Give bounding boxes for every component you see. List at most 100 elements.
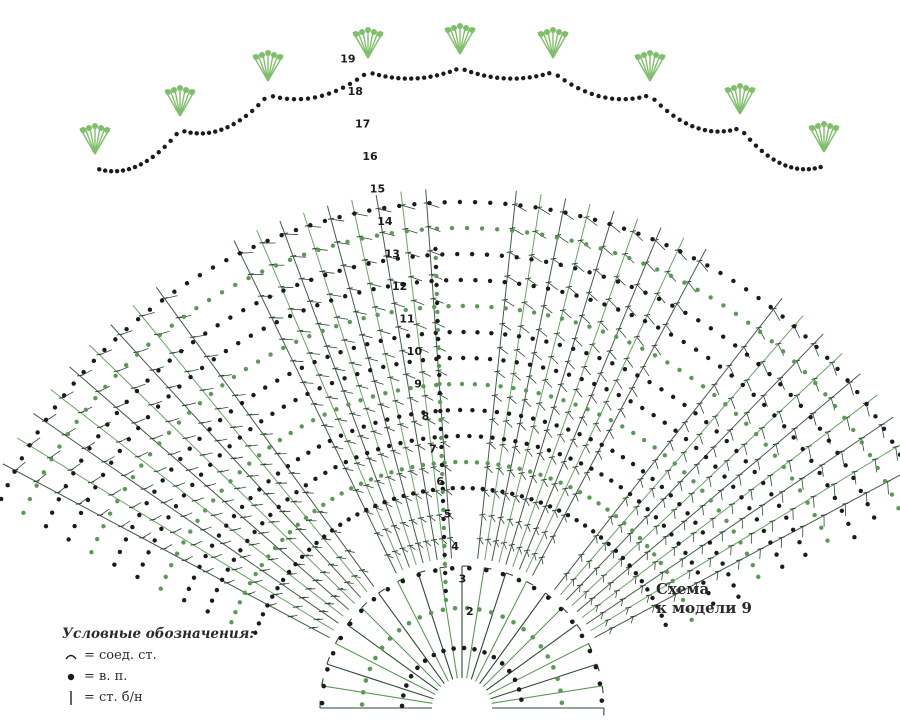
chain-dot	[547, 504, 553, 509]
dc-slash	[420, 518, 427, 523]
chain-dot	[714, 429, 719, 434]
dc-crossbar	[858, 436, 865, 439]
dc-slash	[213, 553, 223, 558]
chain-dot	[573, 266, 578, 271]
chain-dot	[383, 390, 388, 396]
center-chain-dot	[373, 655, 378, 661]
dc-slash	[386, 427, 396, 432]
chain-dot	[190, 482, 195, 488]
chain-dot	[817, 426, 823, 431]
dc-slash	[683, 521, 686, 531]
dc-crossbar	[363, 407, 370, 410]
center-chain-dot	[593, 664, 599, 670]
chain-dot	[781, 464, 786, 470]
dc-slash	[443, 442, 451, 448]
chain-dot	[718, 270, 723, 276]
chain-dot	[334, 407, 339, 412]
dc-slash	[538, 207, 551, 216]
dc-crossbar	[508, 543, 515, 546]
chain-dot	[338, 522, 343, 527]
dc-slash	[192, 334, 205, 338]
dc-crossbar	[828, 396, 835, 399]
dc-crossbar	[410, 299, 417, 302]
dc-slash	[620, 525, 623, 534]
chain-dot	[479, 226, 485, 231]
chain-dot	[299, 554, 305, 560]
chain-dot	[864, 401, 869, 407]
chain-dot	[703, 454, 709, 460]
picot-bead	[353, 31, 359, 37]
chain-dot	[263, 385, 268, 390]
dc-crossbar	[279, 510, 286, 513]
dc-crossbar	[652, 560, 659, 563]
center-chain-dot	[512, 677, 518, 683]
center-chain-dot	[452, 605, 458, 611]
center-chain-dot	[428, 610, 434, 616]
scallop-dot	[481, 73, 487, 78]
dc-slash	[487, 467, 493, 474]
dc-slash	[394, 551, 401, 556]
chain-dot	[459, 381, 465, 387]
chain-dot	[513, 439, 518, 444]
scallop-dot	[421, 75, 427, 80]
chain-dot	[338, 433, 344, 438]
dc-slash	[631, 388, 638, 398]
dc-slash	[551, 457, 557, 465]
center-chain-dot	[451, 646, 456, 651]
scallop-dot	[206, 130, 212, 136]
dc-slash	[512, 228, 524, 236]
dc-crossbar	[427, 442, 434, 445]
dc-slash	[430, 443, 438, 449]
dc-crossbar	[536, 452, 543, 455]
chain-dot	[535, 444, 541, 450]
center-column-dot	[439, 462, 445, 468]
chain-dot	[823, 392, 828, 397]
chain-dot	[474, 460, 480, 465]
center-spoke-tick	[545, 592, 552, 599]
dc-crossbar	[621, 252, 628, 255]
chain-dot	[464, 225, 470, 231]
dc-slash	[240, 252, 254, 254]
chain-dot	[670, 303, 675, 308]
dc-slash	[602, 575, 605, 583]
chain-dot	[208, 462, 213, 468]
dc-crossbar	[407, 470, 414, 473]
chain-dot	[232, 282, 238, 288]
dc-slash	[339, 557, 347, 560]
dc-slash	[184, 555, 193, 561]
chain-dot	[851, 427, 856, 433]
chain-dot	[268, 512, 273, 518]
dc-slash	[636, 336, 644, 347]
dc-slash	[560, 384, 568, 393]
chain-dot	[511, 385, 516, 391]
dc-slash	[554, 510, 558, 518]
center-chain-dot	[417, 615, 423, 620]
chain-dot	[700, 530, 706, 535]
chain-dot	[177, 384, 182, 389]
dc-slash	[79, 369, 93, 377]
chain-dot	[166, 430, 172, 436]
dc-crossbar	[630, 615, 637, 618]
chain-dot	[392, 335, 397, 341]
chain-dot	[455, 433, 461, 439]
dc-slash	[518, 522, 523, 529]
chain-dot	[467, 433, 472, 439]
dc-crossbar	[772, 442, 780, 445]
center-chain-dot	[360, 690, 366, 695]
dc-crossbar	[516, 422, 523, 425]
dc-crossbar	[371, 380, 378, 383]
chain-dot	[596, 501, 601, 506]
dc-slash	[233, 456, 244, 460]
chain-dot	[35, 430, 40, 435]
dc-crossbar	[435, 369, 442, 372]
chain-dot	[608, 418, 614, 423]
dc-crossbar	[245, 444, 252, 447]
chain-dot	[373, 503, 378, 508]
chain-dot	[157, 332, 163, 338]
chain-dot	[740, 382, 745, 388]
dc-crossbar	[629, 230, 637, 233]
dc-slash	[605, 402, 612, 411]
chain-dot	[430, 487, 436, 493]
chain-dot	[217, 417, 223, 423]
picot-bead	[725, 87, 731, 93]
